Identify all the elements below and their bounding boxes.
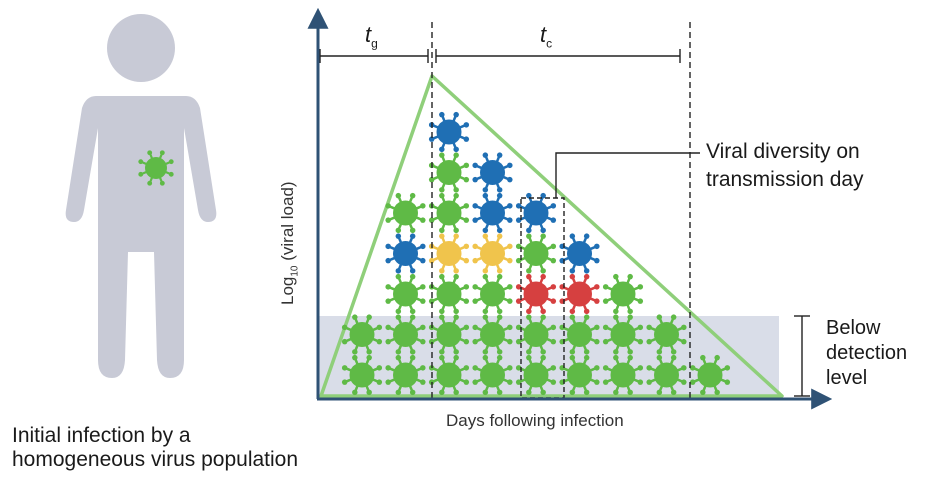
virus-particle-green (428, 192, 470, 234)
virus-particle-red (559, 273, 600, 315)
detection-line-1: Below (826, 317, 881, 339)
virus-particle-blue (472, 192, 513, 234)
virus-particle-blue (559, 233, 600, 274)
virus-particle-green (428, 152, 470, 193)
virus-particle-blue (428, 111, 470, 153)
detection-line-3: level (826, 367, 868, 389)
virus-particle-green (428, 314, 470, 355)
diversity-line-2: transmission day (706, 168, 864, 191)
virus-particle-green (138, 150, 174, 186)
virus-particle-green (646, 354, 687, 396)
virus-particle-green (602, 314, 644, 355)
caption-line-1: Initial infection by a (12, 424, 191, 447)
virus-particle-green (385, 192, 426, 234)
tc-bracket (435, 49, 681, 63)
virus-particle-green (472, 273, 513, 315)
virus-particle-green (646, 314, 687, 355)
virus-particle-green (428, 273, 470, 315)
detection-bracket (794, 315, 810, 397)
virus-particle-green (559, 354, 600, 396)
virus-particle-green (472, 354, 513, 396)
initial-virus-icon (138, 150, 174, 186)
virus-particle-green (689, 354, 731, 396)
detection-line-2: detection (826, 342, 908, 364)
virus-particle-green (385, 314, 426, 355)
caption-line-2: homogeneous virus population (12, 448, 299, 471)
virus-particles (341, 111, 731, 396)
tc-label: tc (540, 22, 553, 51)
virus-particle-blue (515, 192, 557, 234)
y-axis-label: Log10 (viral load) (278, 181, 301, 305)
virus-particle-green (515, 314, 557, 355)
viral-load-curve (319, 74, 784, 398)
diversity-annotation: Viral diversity on transmission day (706, 138, 926, 194)
virus-particle-green (385, 354, 426, 396)
virus-particle-yellow (428, 233, 470, 274)
person-body (65, 96, 217, 378)
diversity-leader-line (555, 152, 700, 198)
virus-particle-green (341, 354, 383, 396)
virus-particle-green (341, 314, 383, 355)
x-axis-label: Days following infection (446, 411, 624, 430)
virus-particle-green (602, 354, 644, 396)
virus-particle-green (515, 233, 557, 274)
detection-annotation: Below detection level (826, 316, 935, 391)
figure-caption: Initial infection by a homogeneous virus… (12, 424, 298, 472)
virus-particle-green (559, 314, 600, 355)
virus-particle-red (515, 273, 557, 315)
virus-particle-green (472, 314, 513, 355)
virus-particle-blue (385, 233, 426, 274)
person-silhouette (65, 14, 217, 378)
diversity-line-1: Viral diversity on (706, 140, 860, 163)
virus-particle-green (602, 273, 644, 315)
virus-particle-green (385, 273, 426, 315)
person-head (107, 14, 175, 82)
virus-particle-green (428, 354, 470, 396)
virus-particle-blue (472, 152, 513, 193)
virus-particle-green (515, 354, 557, 396)
tg-bracket (319, 49, 429, 63)
tg-label: tg (365, 22, 378, 51)
virus-particle-yellow (472, 233, 513, 274)
